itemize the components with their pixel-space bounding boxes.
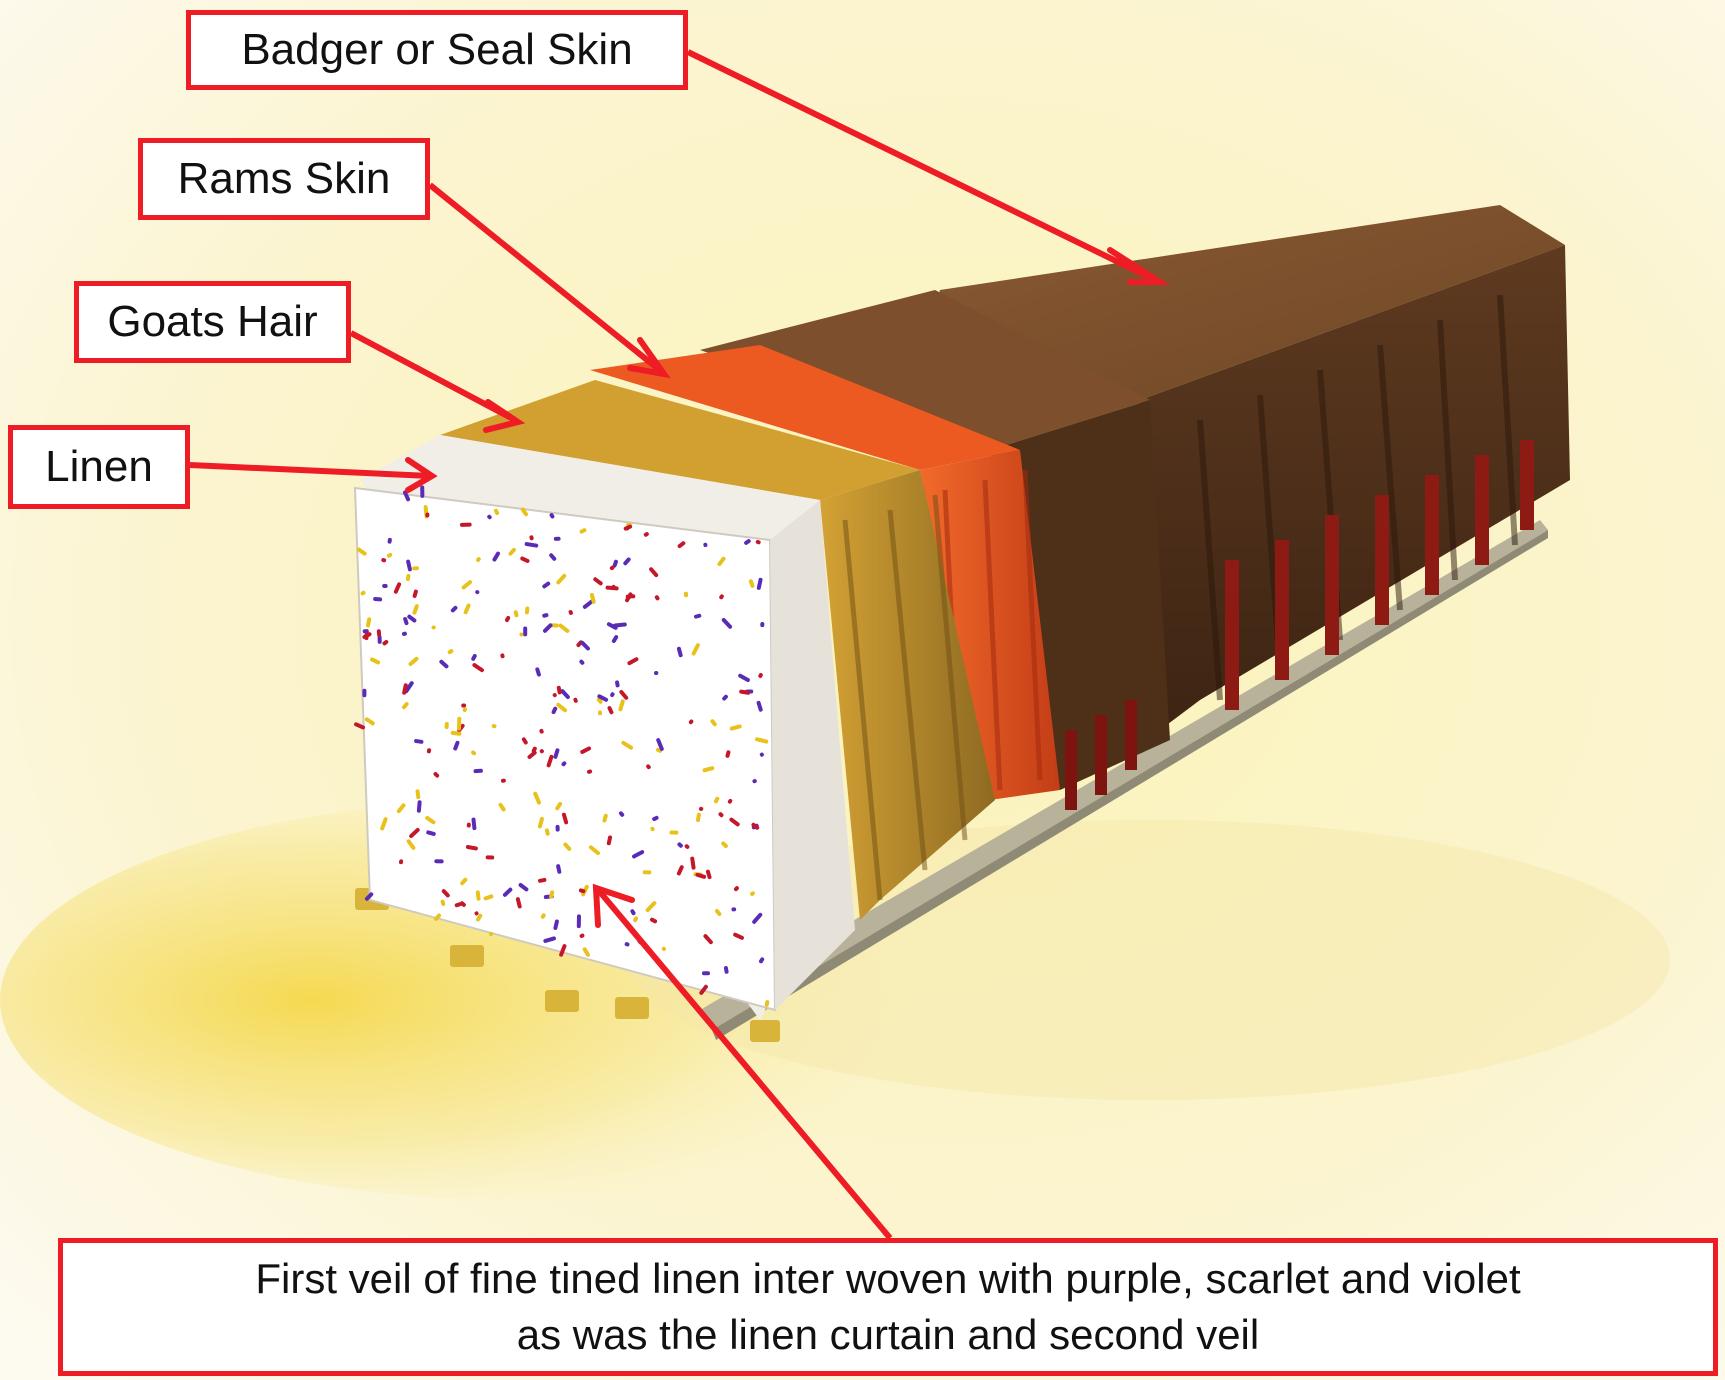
linen-thread (445, 722, 449, 729)
label-veil-line2: as was the linen curtain and second veil (517, 1307, 1259, 1363)
label-badger-text: Badger or Seal Skin (241, 25, 632, 75)
linen-thread (467, 823, 471, 828)
linen-thread (555, 825, 559, 832)
label-goats-text: Goats Hair (107, 297, 317, 347)
linen-thread (457, 717, 461, 731)
linen-thread (554, 537, 561, 541)
label-badger-or-seal-skin: Badger or Seal Skin (186, 10, 688, 90)
label-linen: Linen (8, 425, 190, 509)
linen-thread (577, 914, 581, 928)
linen-thread (523, 627, 527, 637)
linen-thread (412, 566, 419, 570)
label-first-veil: First veil of fine tined linen inter wov… (58, 1238, 1718, 1376)
label-goats-hair: Goats Hair (74, 281, 351, 363)
linen-thread (684, 592, 688, 598)
linen-thread (760, 622, 764, 627)
linen-thread (420, 486, 424, 498)
linen-thread (473, 769, 483, 773)
linen-thread (598, 710, 602, 715)
linen-thread (460, 523, 472, 527)
linen-thread (654, 671, 658, 675)
linen-thread (669, 830, 678, 834)
linen-thread (461, 704, 466, 708)
linen-thread (486, 855, 495, 859)
linen-thread (362, 689, 366, 698)
linen-thread (643, 870, 652, 874)
label-linen-text: Linen (45, 442, 153, 492)
linen-thread (382, 584, 388, 588)
label-rams-skin: Rams Skin (138, 138, 430, 220)
linen-thread (702, 971, 710, 975)
linen-thread (434, 859, 443, 863)
label-rams-text: Rams Skin (178, 154, 391, 204)
label-veil-line1: First veil of fine tined linen inter wov… (255, 1251, 1520, 1307)
